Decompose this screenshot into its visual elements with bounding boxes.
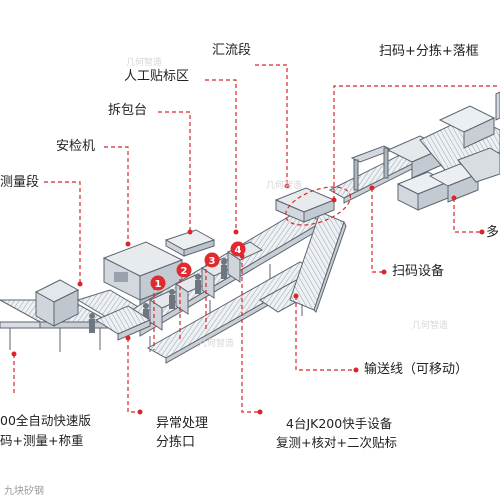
station-number-2: 2: [181, 266, 188, 277]
label-merge-section: 汇流段: [212, 43, 252, 58]
watermark-top: 几何智造: [126, 58, 163, 68]
label-scanning-device: 扫码设备: [392, 264, 445, 279]
measuring-unit: [34, 279, 80, 327]
label-movable-conveyor: 输送线（可移动）: [364, 362, 469, 377]
station-number-1: 1: [155, 279, 162, 290]
callout-line-security: [104, 146, 129, 244]
callout-line-scanner: [371, 188, 384, 273]
callout-dots: [11, 183, 485, 415]
station-badge-3: 3: [204, 252, 220, 268]
label-jk200-line2: 复测+核对+二次贴标: [276, 435, 397, 450]
label-exception-line2: 分拣口: [156, 435, 196, 450]
watermark-center: 几何智造: [198, 339, 235, 349]
unpack-table: [164, 229, 216, 257]
exception-sort-exit: [94, 305, 152, 341]
station-badge-2: 2: [176, 262, 192, 278]
label-auto-version-line1: 00全自动快速版: [0, 413, 91, 428]
callout-line-measure: [44, 181, 81, 284]
watermark-bottom-right: 几何智造: [412, 321, 449, 331]
callout-line-manual: [205, 79, 237, 232]
callout-ring-merge: [284, 186, 352, 226]
scanner-arch: [350, 145, 394, 191]
station-badges: 1 2 3 4: [150, 241, 246, 291]
callout-lines: [13, 64, 500, 413]
watermark-right: 几何智造: [266, 181, 303, 191]
station-number-3: 3: [209, 256, 216, 267]
label-multi: 多: [486, 225, 500, 240]
label-security-machine: 安检机: [56, 139, 96, 154]
corner-watermark: 九块矽钢: [4, 486, 44, 497]
label-unpack-table: 拆包台: [108, 103, 148, 118]
label-auto-version-line2: 码+测量+称重: [0, 433, 84, 448]
callout-line-conveyor: [295, 296, 356, 371]
callout-line-unpack: [158, 111, 191, 232]
station-badge-1: 1: [150, 275, 166, 291]
label-jk200-line1: 4台JK200快手设备: [286, 416, 393, 431]
callout-line-jk200: [241, 256, 260, 413]
label-scan-sort-bin: 扫码+分拣+落框: [379, 44, 479, 59]
station-badge-4: 4: [230, 241, 246, 257]
callout-line-exception: [127, 338, 140, 413]
label-measuring-section: 测量段: [0, 175, 40, 190]
merge-section-unit: [274, 187, 336, 223]
callout-line-merge: [255, 64, 288, 186]
callout-line-multi: [453, 198, 482, 233]
equipment-layer: [0, 91, 500, 364]
label-exception-line1: 异常处理: [156, 416, 209, 431]
incline-conveyor: [289, 211, 347, 316]
sorting-area: [386, 91, 500, 211]
station-number-4: 4: [235, 245, 242, 256]
label-manual-labeling: 人工贴标区: [124, 69, 190, 84]
callout-line-scan-sort: [333, 85, 500, 200]
